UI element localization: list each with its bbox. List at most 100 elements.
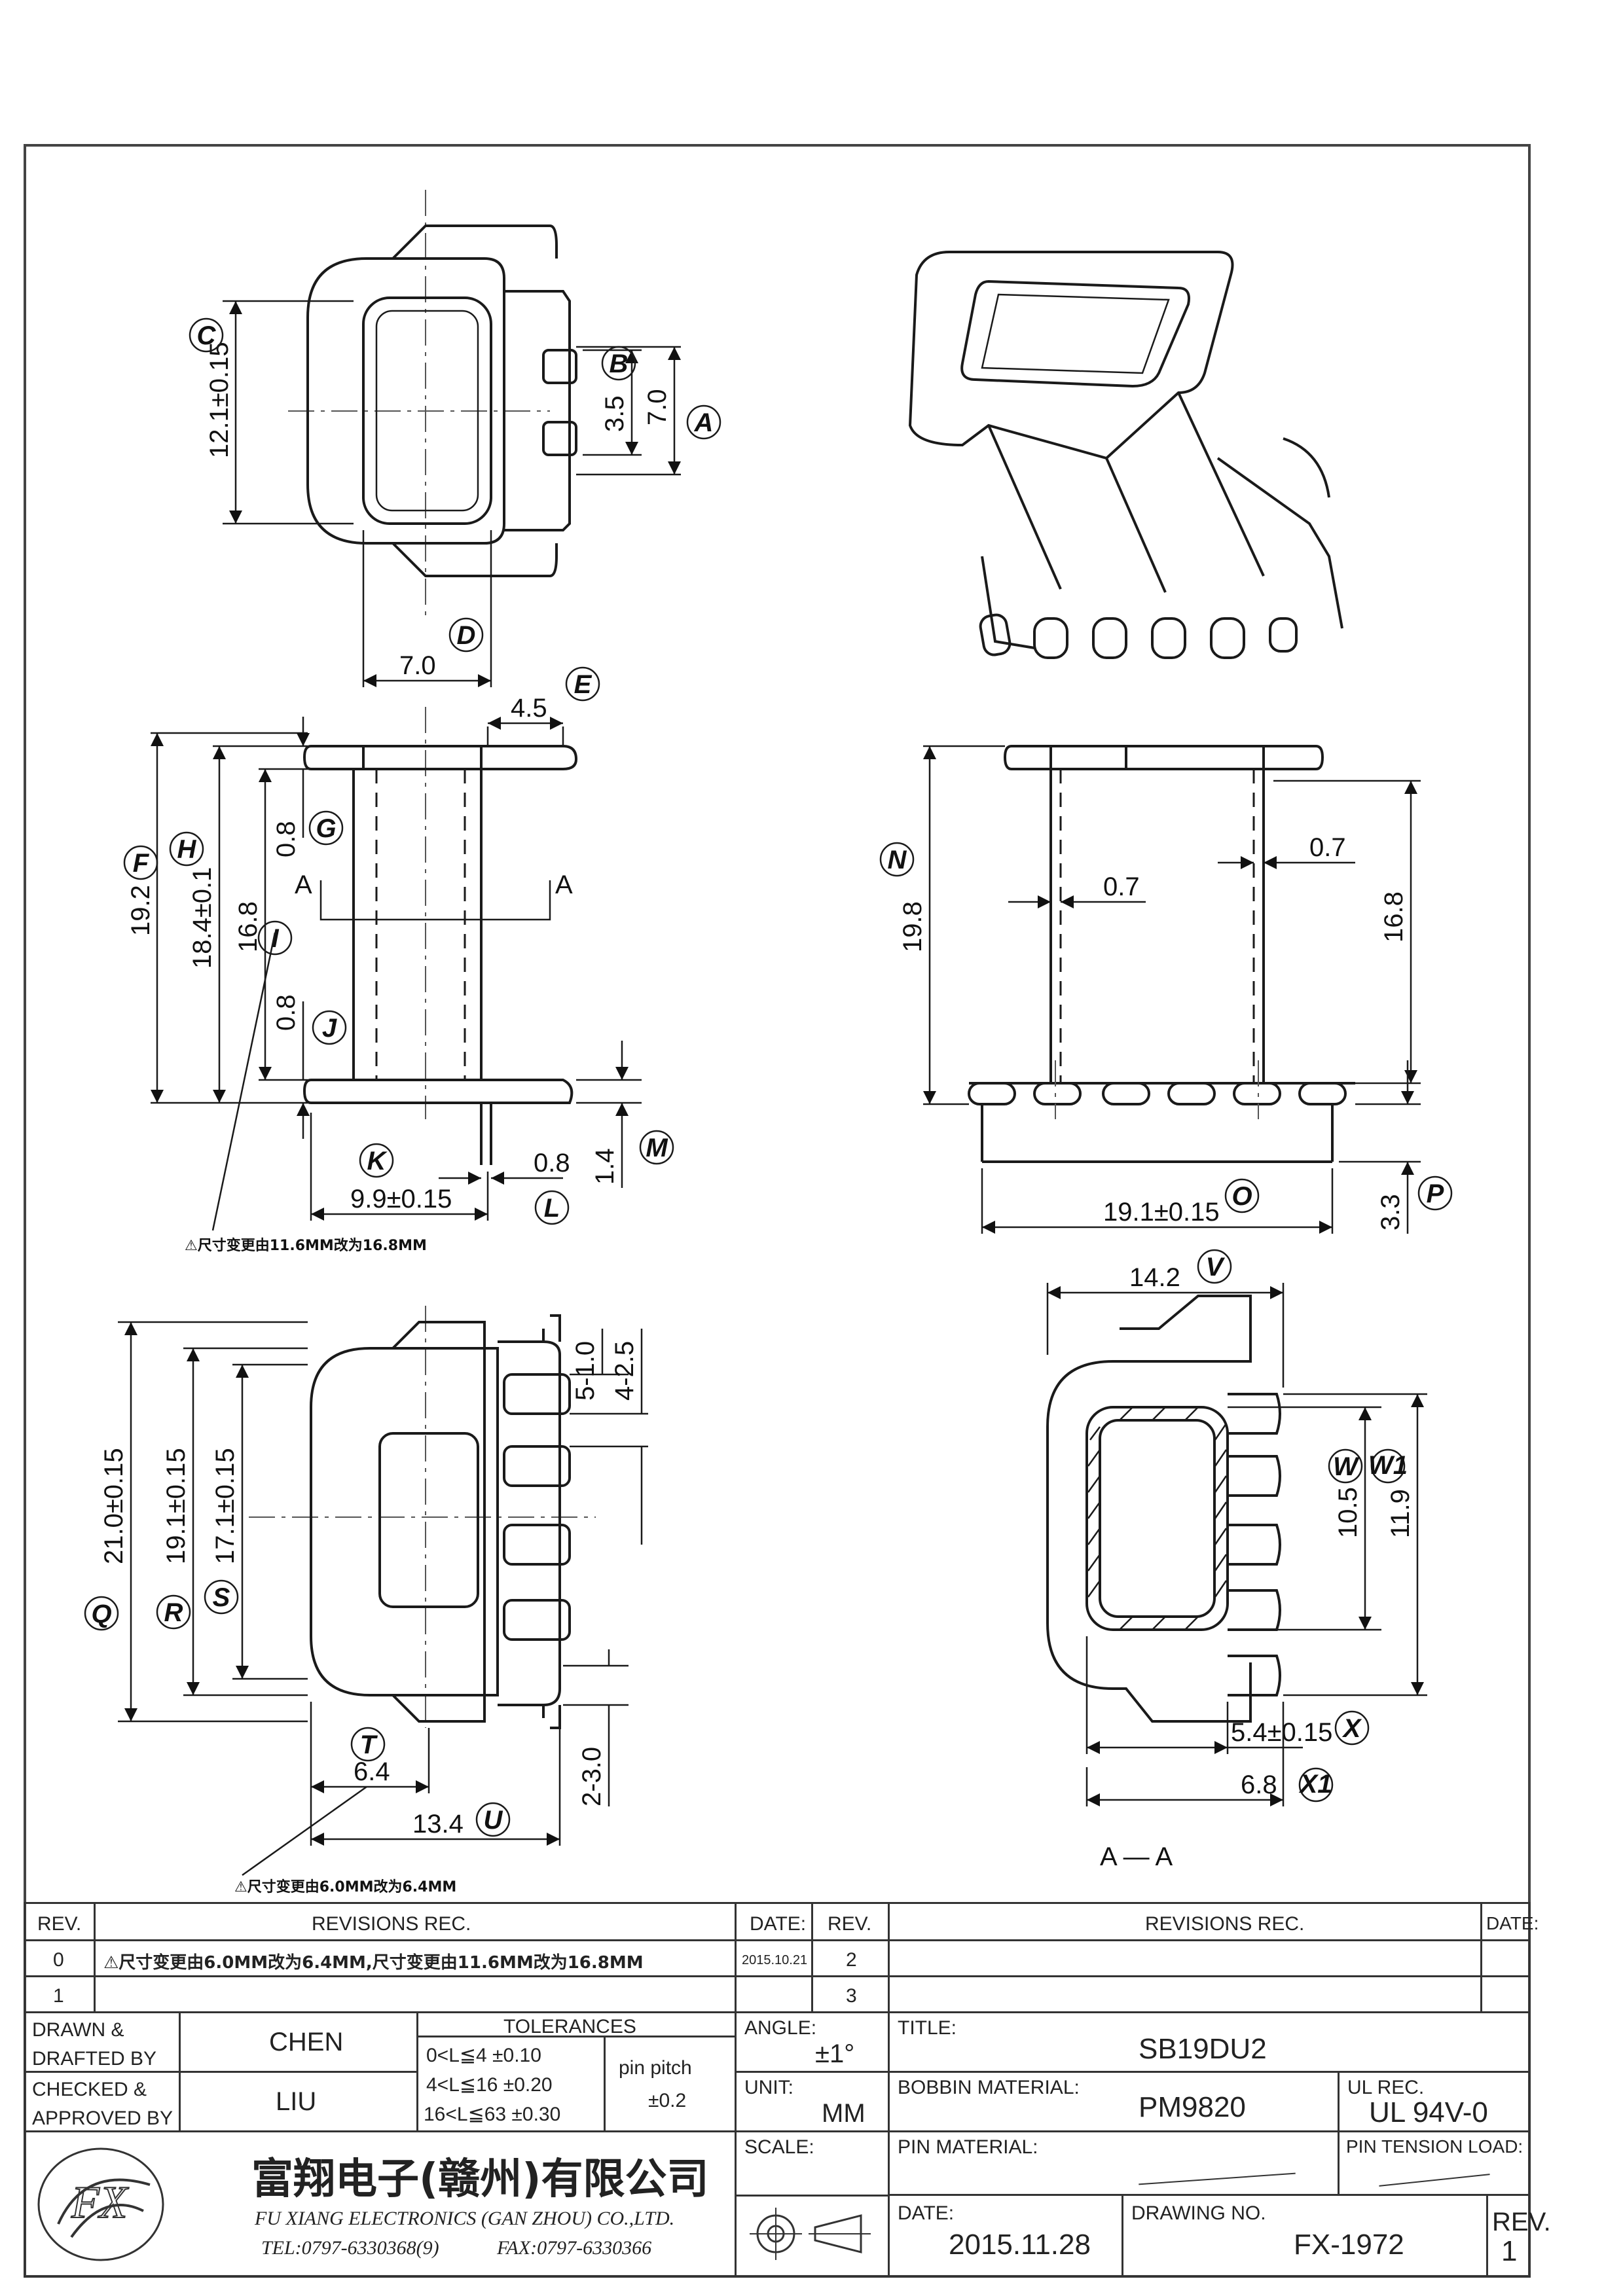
rev1-text-cell [94, 1975, 737, 2013]
label-R: R [164, 1598, 183, 1627]
tol2: 4<L≦16 ±0.20 [426, 2074, 553, 2096]
drawn-by: CHEN [269, 2028, 344, 2056]
angle: ±1° [815, 2039, 855, 2068]
date-header-cell: DATE: [735, 1902, 813, 1941]
dim-F-text: 19.2 [126, 885, 155, 936]
checked-label: CHECKED & APPROVED BY [32, 2079, 173, 2129]
rev3-date-cell [1480, 1975, 1531, 2013]
company-cn: 富翔电子(赣州)有限公司 [251, 2155, 709, 2204]
rev0: 0 [53, 1949, 64, 1971]
checked-by-cell: LIU [179, 2071, 418, 2132]
tolerances-label: TOLERANCES [503, 2016, 636, 2037]
date-header2-cell: DATE: [1480, 1902, 1539, 1941]
dim-M-text: 1.4 [591, 1148, 619, 1185]
checked-by: LIU [276, 2087, 317, 2116]
dim-R-text: 19.1±0.15 [162, 1448, 191, 1564]
bottom-change-note: ⚠尺寸变更由6.0MM改为6.4MM [234, 1878, 456, 1895]
title-label: TITLE: [898, 2017, 957, 2039]
drawing-no: FX-1972 [1294, 2229, 1404, 2261]
dim-X1-text: 6.8 [1241, 1770, 1277, 1799]
ul-label: UL REC. [1347, 2077, 1425, 2098]
pin-tension-cell: PIN TENSION LOAD: [1338, 2130, 1531, 2196]
dim-L-text: 0.8 [534, 1149, 570, 1177]
pin-pitch: ±0.2 [648, 2090, 687, 2111]
section-mark-left: A [295, 870, 312, 899]
dim-p1-text: 5-1.0 [571, 1341, 600, 1401]
rev-header-cell: REV. [24, 1902, 96, 1941]
checked-label-cell: CHECKED & APPROVED BY [24, 2071, 181, 2132]
label-X: X [1342, 1714, 1362, 1743]
label-B: B [610, 350, 629, 378]
label-V: V [1206, 1253, 1226, 1282]
rev0-text: ⚠尺寸变更由6.0MM改为6.4MM,尺寸变更由11.6MM改为16.8MM [103, 1953, 644, 1973]
isometric-view [908, 251, 1343, 659]
rev0-text-cell: ⚠尺寸变更由6.0MM改为6.4MM,尺寸变更由11.6MM改为16.8MM [94, 1939, 737, 1977]
unit: MM [822, 2099, 866, 2128]
company-en: FU XIANG ELECTRONICS (GAN ZHOU) CO.,LTD. [255, 2208, 675, 2229]
label-W: W [1333, 1452, 1360, 1481]
section-caption: A — A [1100, 1842, 1173, 1871]
label-A: A [694, 408, 714, 437]
label-J: J [322, 1014, 337, 1043]
date-header: DATE: [750, 1913, 807, 1935]
tol3: 16<L≦63 ±0.30 [424, 2104, 561, 2125]
label-O: O [1231, 1182, 1252, 1211]
bobbin-material: PM9820 [1139, 2091, 1246, 2123]
tolerances-values-cell: 0<L≦4 ±0.10 4<L≦16 ±0.20 16<L≦63 ±0.30 [416, 2036, 606, 2132]
rev-label: REV. [1492, 2208, 1551, 2236]
company-logo-icon: FX [37, 2147, 164, 2261]
date-header2: DATE: [1486, 1913, 1539, 1933]
label-Q: Q [91, 1600, 111, 1628]
top-view: 12.1±0.15 C 3.5 B 7.0 A 7.0 D [189, 190, 721, 687]
ul-cell: UL REC. UL 94V-0 [1338, 2071, 1531, 2132]
rev2-text-cell [888, 1939, 1482, 1977]
dim-B-text: 3.5 [600, 395, 629, 432]
dim-X-text: 5.4±0.15 [1231, 1718, 1332, 1747]
dim-K-text: 9.9±0.15 [350, 1185, 452, 1213]
revisions-header2-cell: REVISIONS REC. [888, 1902, 1482, 1941]
rev-header2: REV. [828, 1913, 872, 1935]
angle-cell: ANGLE: ±1° [735, 2011, 890, 2073]
bobbin-cell: BOBBIN MATERIAL: PM9820 [888, 2071, 1340, 2132]
dim-N-text: 19.8 [898, 901, 927, 952]
section-mark-right: A [555, 870, 573, 899]
dim-V-text: 14.2 [1129, 1263, 1180, 1292]
dim-G-text: 0.8 [272, 821, 301, 857]
ul-rating: UL 94V-0 [1369, 2096, 1488, 2128]
dim-side-height-text: 16.8 [1379, 891, 1408, 942]
rev-header2-cell: REV. [811, 1902, 890, 1941]
rev0-date-cell: 2015.10.21 [735, 1939, 813, 1977]
svg-text:FX: FX [71, 2178, 130, 2228]
rev0-cell: 0 [24, 1939, 96, 1977]
date-label: DATE: [898, 2202, 955, 2224]
dim-wall-left-text: 0.7 [1103, 872, 1140, 901]
pin-tension-label: PIN TENSION LOAD: [1346, 2136, 1523, 2157]
rev-cell: REV. 1 [1486, 2194, 1551, 2278]
label-W1: W1 [1368, 1451, 1408, 1480]
revisions-header: REVISIONS REC. [312, 1913, 471, 1935]
dim-P-text: 3.3 [1376, 1194, 1405, 1230]
dim-S-text: 17.1±0.15 [211, 1448, 240, 1564]
rev0-date: 2015.10.21 [742, 1953, 808, 1967]
dim-W-text: 10.5 [1334, 1487, 1362, 1538]
dim-p2-text: 4-2.5 [610, 1341, 639, 1401]
front-view: A A 19.2 F 18.4±0.1 H 16.8 I 0.8 G 0.8 J… [123, 666, 674, 1254]
projection-symbol-icon [750, 2208, 871, 2260]
dim-A-text: 7.0 [643, 389, 672, 425]
label-G: G [316, 814, 336, 843]
dim-p3-text: 2-3.0 [577, 1747, 606, 1806]
revisions-header2: REVISIONS REC. [1145, 1913, 1305, 1935]
label-D: D [457, 621, 476, 650]
dim-O-text: 19.1±0.15 [1103, 1198, 1220, 1227]
tolerances-header-cell: TOLERANCES [416, 2011, 737, 2037]
rev1-cell: 1 [24, 1975, 96, 2013]
section-view: 14.2 V 10.5 W 11.9 W1 5.4±0.15 X 6.8 X1 … [1046, 1249, 1427, 1871]
dim-W1-text: 11.9 [1386, 1489, 1415, 1538]
label-P: P [1427, 1179, 1444, 1208]
revisions-header-cell: REVISIONS REC. [94, 1902, 737, 1941]
label-E: E [574, 670, 593, 699]
label-H: H [177, 835, 197, 864]
rev1: 1 [53, 1985, 64, 2007]
label-F: F [133, 849, 150, 878]
date-cell: DATE: 2015.11.28 [888, 2194, 1123, 2278]
